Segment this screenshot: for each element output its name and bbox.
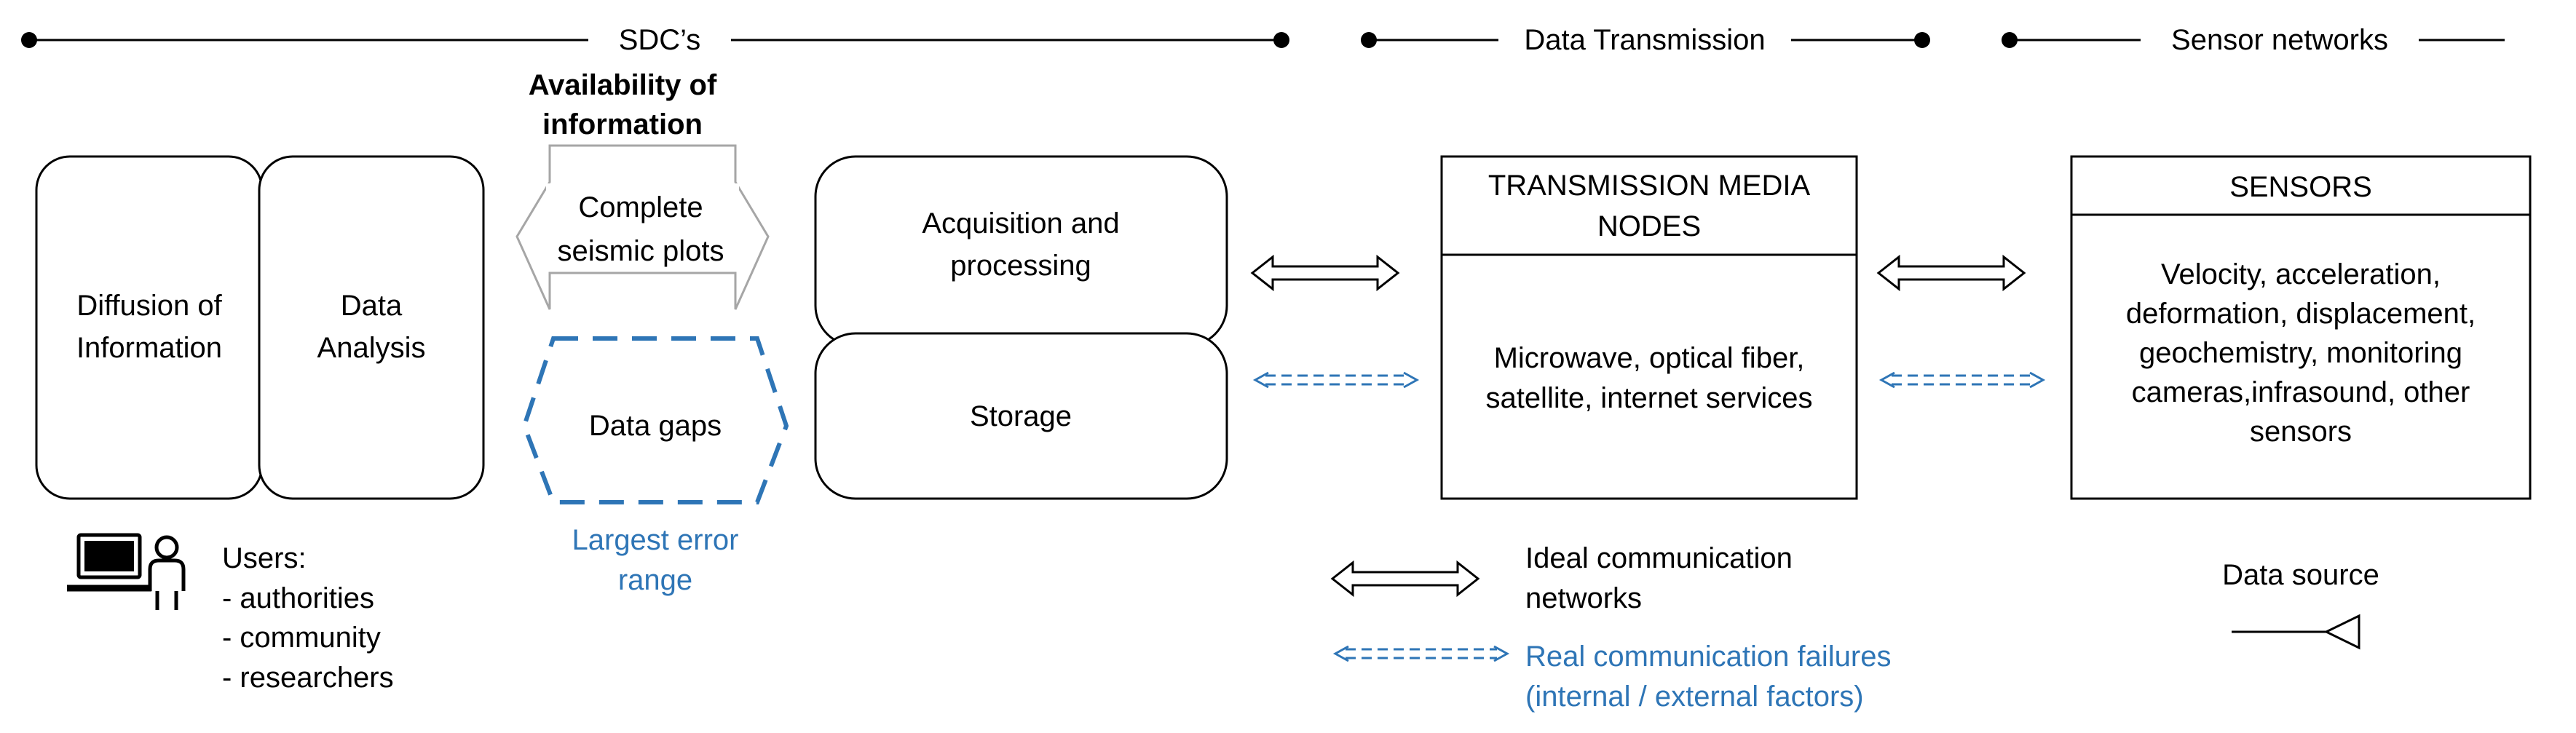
legend-failures-line1: Real communication failures	[1525, 641, 1891, 673]
sensors-line1: Velocity, acceleration,	[2161, 258, 2441, 290]
data-gaps-shape	[521, 336, 789, 504]
transmission-timeline-end-dot	[1914, 32, 1930, 48]
legend-failure-arrow	[1332, 645, 1510, 662]
analysis-box: Data Analysis	[258, 155, 485, 500]
sensors-box: SENSORS Velocity, acceleration, deformat…	[2070, 155, 2532, 500]
user-researchers: - researchers	[222, 662, 394, 694]
sdc-timeline-end-dot	[1273, 32, 1289, 48]
acquisition-line1: Acquisition and	[922, 207, 1119, 239]
failure-arrow-acquisition-transmission	[1252, 371, 1420, 389]
sdc-label: SDC’s	[619, 24, 701, 56]
sensor-networks-timeline-start-dot	[2002, 32, 2018, 48]
legend-failure-right-head	[1493, 645, 1510, 662]
users-list: Users: - authorities - community - resea…	[222, 542, 394, 694]
transmission-label: Data Transmission	[1524, 24, 1765, 56]
transmission-timeline: Data Transmission	[1361, 23, 1930, 57]
legend-failures-line2: (internal / external factors)	[1525, 681, 1864, 713]
transmission-media-body-line2: satellite, internet services	[1485, 382, 1812, 414]
sensor-networks-timeline: Sensor networks	[2002, 23, 2505, 57]
diffusion-box: Diffusion of Information	[35, 155, 264, 500]
failure-arrow-2-left-head	[1878, 371, 1895, 389]
ideal-arrow-transmission-sensors	[1877, 255, 2026, 290]
availability-title-line2: information	[542, 108, 703, 140]
availability-title-line1: Availability of	[529, 69, 717, 101]
transmission-timeline-start-dot	[1361, 32, 1377, 48]
storage-box: Storage	[814, 332, 1228, 500]
sensors-line3: geochemistry, monitoring	[2139, 337, 2462, 369]
sensor-networks-label: Sensor networks	[2171, 24, 2388, 56]
laptop-screen	[76, 533, 142, 579]
sensors-header: SENSORS	[2229, 171, 2372, 203]
storage-label: Storage	[970, 400, 1072, 432]
person-body	[148, 558, 186, 591]
sensors-box-shape	[2070, 155, 2532, 500]
ideal-arrow-acquisition-transmission	[1251, 255, 1399, 290]
analysis-box-shape	[258, 155, 485, 500]
complete-plots-line2: seismic plots	[558, 235, 724, 267]
diffusion-box-shape	[35, 155, 264, 500]
user-authorities: - authorities	[222, 582, 374, 614]
error-range-line2: range	[618, 564, 692, 596]
transmission-media-header-line1: TRANSMISSION MEDIA	[1488, 170, 1811, 202]
failure-arrow-1-right-head	[1403, 371, 1420, 389]
transmission-media-box-shape	[1440, 155, 1858, 500]
legend-ideal-arrow	[1331, 561, 1479, 596]
data-gaps-label: Data gaps	[589, 410, 722, 442]
sensors-line2: deformation, displacement,	[2126, 298, 2476, 330]
analysis-text-line2: Analysis	[317, 332, 426, 364]
legend-failure-left-head	[1332, 645, 1349, 662]
acquisition-box: Acquisition and processing	[814, 155, 1228, 347]
laptop-screen-fill	[84, 541, 134, 571]
sensor-networks-label-bg	[2141, 23, 2419, 57]
legend-ideal-line1: Ideal communication	[1525, 542, 1793, 574]
laptop-user-icon	[67, 533, 186, 610]
sdc-timeline-start-dot	[21, 32, 37, 48]
sensors-line4: cameras,infrasound, other	[2132, 376, 2470, 408]
analysis-text-line1: Data	[341, 290, 403, 322]
transmission-media-header-line2: NODES	[1597, 210, 1701, 242]
sensors-line5: sensors	[2250, 416, 2352, 448]
error-range-line1: Largest error	[572, 524, 739, 556]
sdc-timeline: SDC’s	[21, 23, 1289, 57]
failure-arrow-1-left-head	[1252, 371, 1269, 389]
legend: Ideal communication networks Real commun…	[1331, 542, 2379, 713]
complete-plots-line1: Complete	[578, 191, 703, 223]
acquisition-line2: processing	[950, 250, 1091, 282]
legend-ideal-line2: networks	[1525, 582, 1642, 614]
diffusion-text-line1: Diffusion of	[76, 290, 222, 322]
data-source-triangle-icon	[2323, 614, 2360, 650]
failure-arrow-2-right-head	[2029, 371, 2046, 389]
sdc-label-bg	[588, 23, 731, 57]
transmission-media-body-line1: Microwave, optical fiber,	[1494, 342, 1805, 374]
transmission-label-bg	[1498, 23, 1791, 57]
complete-plots-label-bg	[546, 183, 739, 269]
failure-arrow-transmission-sensors	[1878, 371, 2046, 389]
user-community: - community	[222, 622, 381, 654]
transmission-media-box: TRANSMISSION MEDIA NODES Microwave, opti…	[1440, 155, 1858, 500]
legend-data-source-label: Data source	[2222, 559, 2379, 591]
diffusion-text-line2: Information	[76, 332, 222, 364]
person-head	[154, 535, 179, 560]
storage-box-shape	[814, 332, 1228, 500]
users-title: Users:	[222, 542, 307, 574]
